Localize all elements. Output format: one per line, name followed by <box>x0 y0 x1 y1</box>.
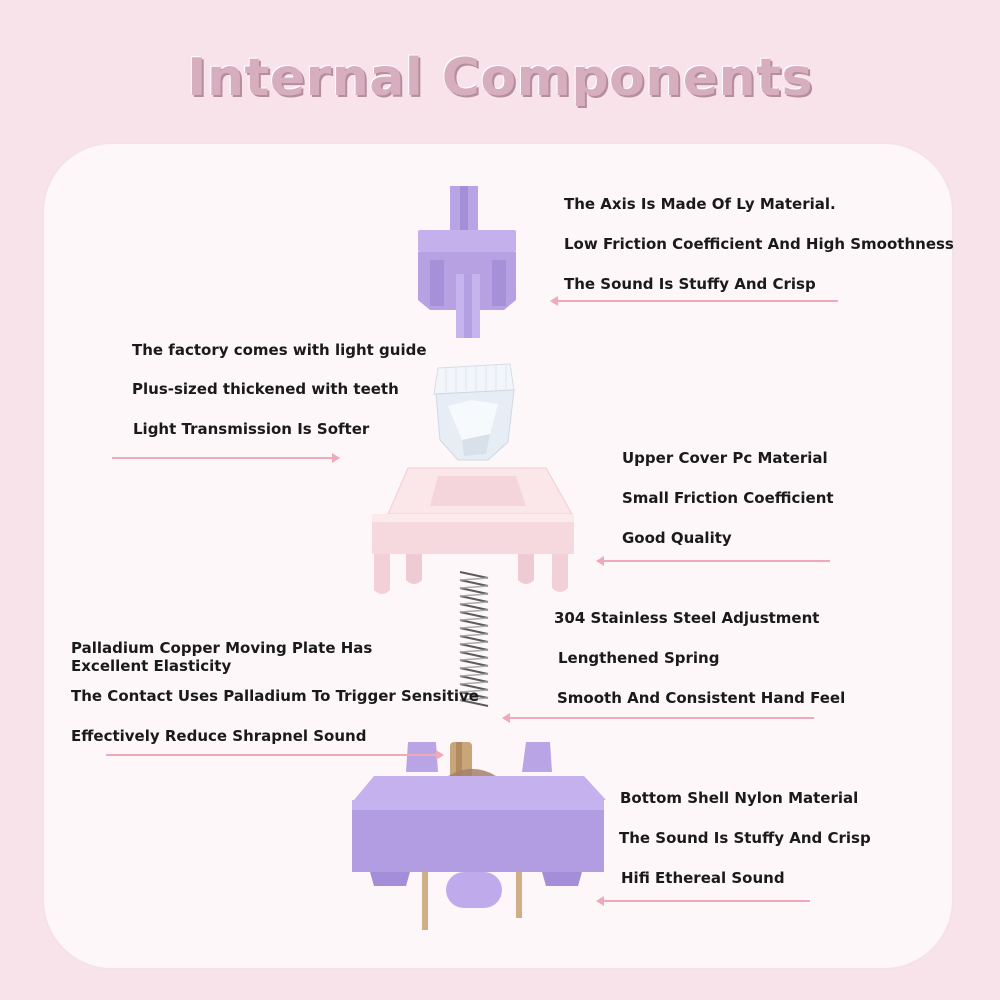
light-guide-caption-1: The factory comes with light guide <box>132 341 427 359</box>
page-title: Internal Components <box>187 48 813 108</box>
stem-caption-2: Low Friction Coefficient And High Smooth… <box>564 235 954 253</box>
contact-caption-1: Palladium Copper Moving Plate Has Excell… <box>71 639 373 675</box>
contact-caption-3: Effectively Reduce Shrapnel Sound <box>71 727 367 745</box>
spring-pointer-arrow <box>502 713 814 723</box>
stem-pointer-arrow <box>550 296 838 306</box>
light-guide-caption-3: Light Transmission Is Softer <box>133 420 370 438</box>
spring-caption-3: Smooth And Consistent Hand Feel <box>557 689 846 707</box>
bottom-housing-illustration <box>352 742 606 930</box>
light-guide-pointer-arrow <box>112 453 340 463</box>
switch-stem-illustration <box>418 186 516 338</box>
upper-cover-pointer-arrow <box>596 556 830 566</box>
spring-caption-1: 304 Stainless Steel Adjustment <box>554 609 820 627</box>
light-guide-caption-2: Plus-sized thickened with teeth <box>132 380 399 398</box>
light-guide-illustration <box>433 363 515 461</box>
upper-cover-caption-2: Small Friction Coefficient <box>622 489 834 507</box>
stem-caption-3: The Sound Is Stuffy And Crisp <box>564 275 816 293</box>
bottom-housing-caption-3: Hifi Ethereal Sound <box>621 869 785 887</box>
upper-cover-illustration <box>372 467 574 594</box>
spring-illustration <box>459 571 489 707</box>
contact-caption-2: The Contact Uses Palladium To Trigger Se… <box>71 687 479 705</box>
stem-caption-1: The Axis Is Made Of Ly Material. <box>564 195 836 213</box>
spring-caption-2: Lengthened Spring <box>558 649 720 667</box>
bottom-housing-caption-2: The Sound Is Stuffy And Crisp <box>619 829 871 847</box>
bottom-housing-pointer-arrow <box>596 896 810 906</box>
bottom-housing-caption-1: Bottom Shell Nylon Material <box>620 789 859 807</box>
upper-cover-caption-1: Upper Cover Pc Material <box>622 449 828 467</box>
contact-pointer-arrow <box>106 750 444 760</box>
upper-cover-caption-3: Good Quality <box>622 529 732 547</box>
